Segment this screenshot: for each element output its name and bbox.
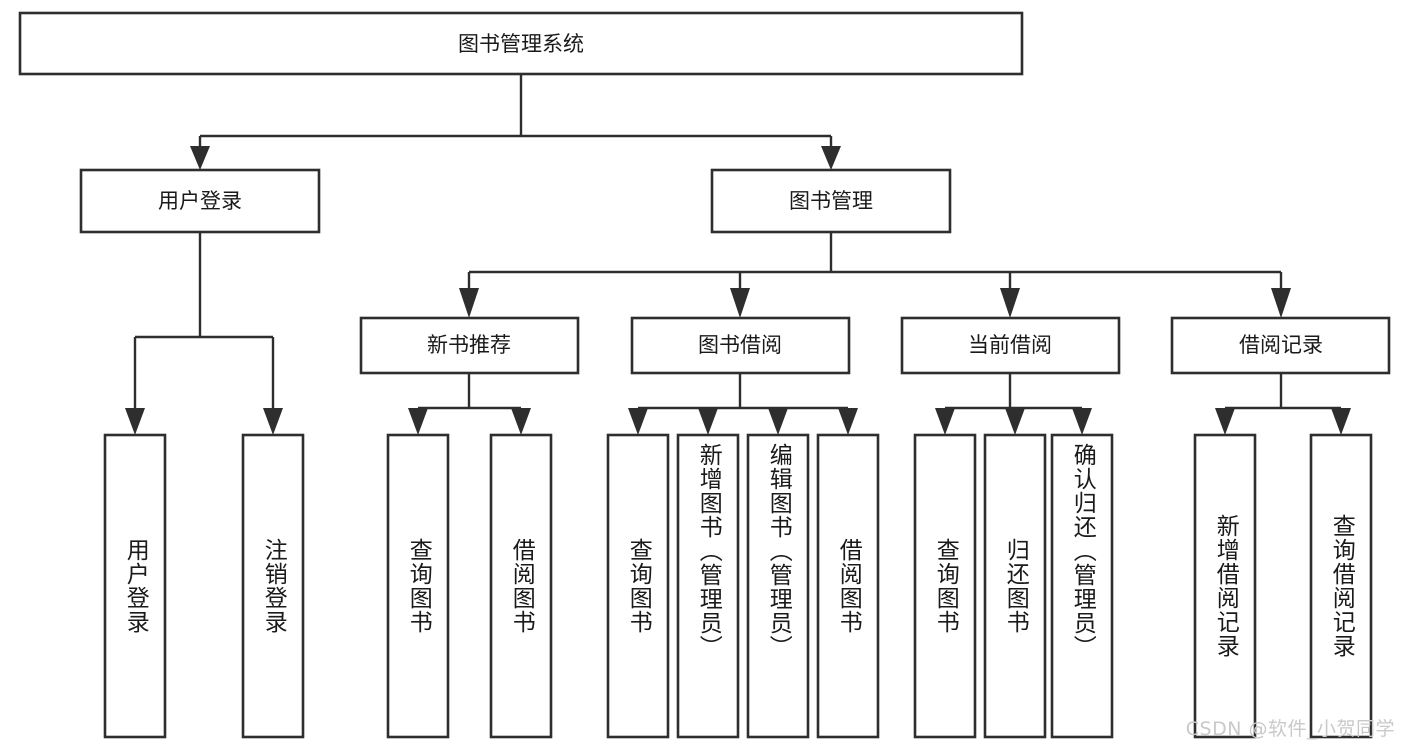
node-current-borrow[interactable]: 当前借阅 — [900, 316, 1121, 375]
node-user-login-box[interactable] — [79, 168, 321, 234]
connector-group-current-borrow — [935, 373, 1092, 435]
node-borrow-record-box[interactable] — [1170, 316, 1391, 375]
arrow-head-book-borrow-leaf-3 — [768, 408, 788, 435]
leaf-box-current-borrow-2[interactable] — [983, 433, 1047, 739]
arrow-head-user-login-leaf-2 — [263, 408, 283, 435]
arrow-head-current-borrow — [1000, 288, 1020, 318]
arrow-head-book-borrow — [730, 288, 750, 318]
node-new-book-recommend-box[interactable] — [359, 316, 580, 375]
connector-group-book-mgmt — [459, 232, 1291, 318]
node-current-borrow-label: 当前借阅 — [968, 333, 1052, 357]
node-book-mgmt-box[interactable] — [710, 168, 952, 234]
leaf-box-book-borrow-3[interactable] — [746, 433, 810, 739]
leaf-box-new-book-1[interactable] — [386, 433, 450, 739]
watermark-text: CSDN @软件_小贺同学 — [1185, 718, 1395, 740]
arrow-head-borrow-record-leaf-2 — [1331, 408, 1351, 435]
node-new-book-recommend[interactable]: 新书推荐 — [359, 316, 580, 375]
connector-group-root — [190, 74, 841, 170]
node-current-borrow-box[interactable] — [900, 316, 1121, 375]
arrow-head-book-borrow-leaf-1 — [628, 408, 648, 435]
node-book-mgmt-label: 图书管理 — [789, 189, 873, 213]
leaf-box-book-borrow-2[interactable] — [676, 433, 740, 739]
arrow-head-book-mgmt — [821, 146, 841, 170]
node-book-borrow[interactable]: 图书借阅 — [630, 316, 851, 375]
connector-group-borrow-record — [1215, 373, 1351, 435]
node-borrow-record[interactable]: 借阅记录 — [1170, 316, 1391, 375]
node-user-login[interactable]: 用户登录 — [79, 168, 321, 234]
arrow-head-new-book — [459, 288, 479, 318]
connector-group-new-book — [408, 373, 531, 435]
arrow-head-new-book-leaf-2 — [511, 408, 531, 435]
leaf-box-new-book-2[interactable] — [489, 433, 553, 739]
leaf-box-current-borrow-1[interactable] — [913, 433, 977, 739]
node-book-mgmt[interactable]: 图书管理 — [710, 168, 952, 234]
node-root-box[interactable] — [18, 11, 1024, 76]
leaf-box-current-borrow-3[interactable] — [1050, 433, 1114, 739]
node-user-login-label: 用户登录 — [158, 189, 242, 213]
arrow-head-current-borrow-leaf-3 — [1072, 408, 1092, 435]
leaf-box-book-borrow-1[interactable] — [606, 433, 670, 739]
node-borrow-record-label: 借阅记录 — [1239, 333, 1323, 357]
arrow-head-user-login-leaf-1 — [125, 408, 145, 435]
leaf-box-user-login-1[interactable] — [103, 433, 167, 739]
arrow-head-book-borrow-leaf-4 — [838, 408, 858, 435]
leaf-box-book-borrow-4[interactable] — [816, 433, 880, 739]
leaf-box-user-login-2[interactable] — [241, 433, 305, 739]
node-book-borrow-label: 图书借阅 — [698, 333, 782, 357]
node-book-borrow-box[interactable] — [630, 316, 851, 375]
arrow-head-current-borrow-leaf-1 — [935, 408, 955, 435]
leaf-box-borrow-record-2[interactable] — [1309, 433, 1373, 739]
arrow-head-borrow-record — [1271, 288, 1291, 318]
arrow-head-new-book-leaf-1 — [408, 408, 428, 435]
node-root[interactable]: 图书管理系统 — [18, 11, 1024, 76]
arrow-head-borrow-record-leaf-1 — [1215, 408, 1235, 435]
arrow-head-book-borrow-leaf-2 — [698, 408, 718, 435]
node-root-label: 图书管理系统 — [458, 32, 584, 56]
connector-group-book-borrow — [628, 373, 858, 435]
connector-group-user-login — [125, 232, 283, 435]
node-new-book-recommend-label: 新书推荐 — [427, 333, 511, 357]
arrow-head-current-borrow-leaf-2 — [1005, 408, 1025, 435]
arrow-head-user-login — [190, 146, 210, 170]
leaf-box-borrow-record-1[interactable] — [1193, 433, 1257, 739]
